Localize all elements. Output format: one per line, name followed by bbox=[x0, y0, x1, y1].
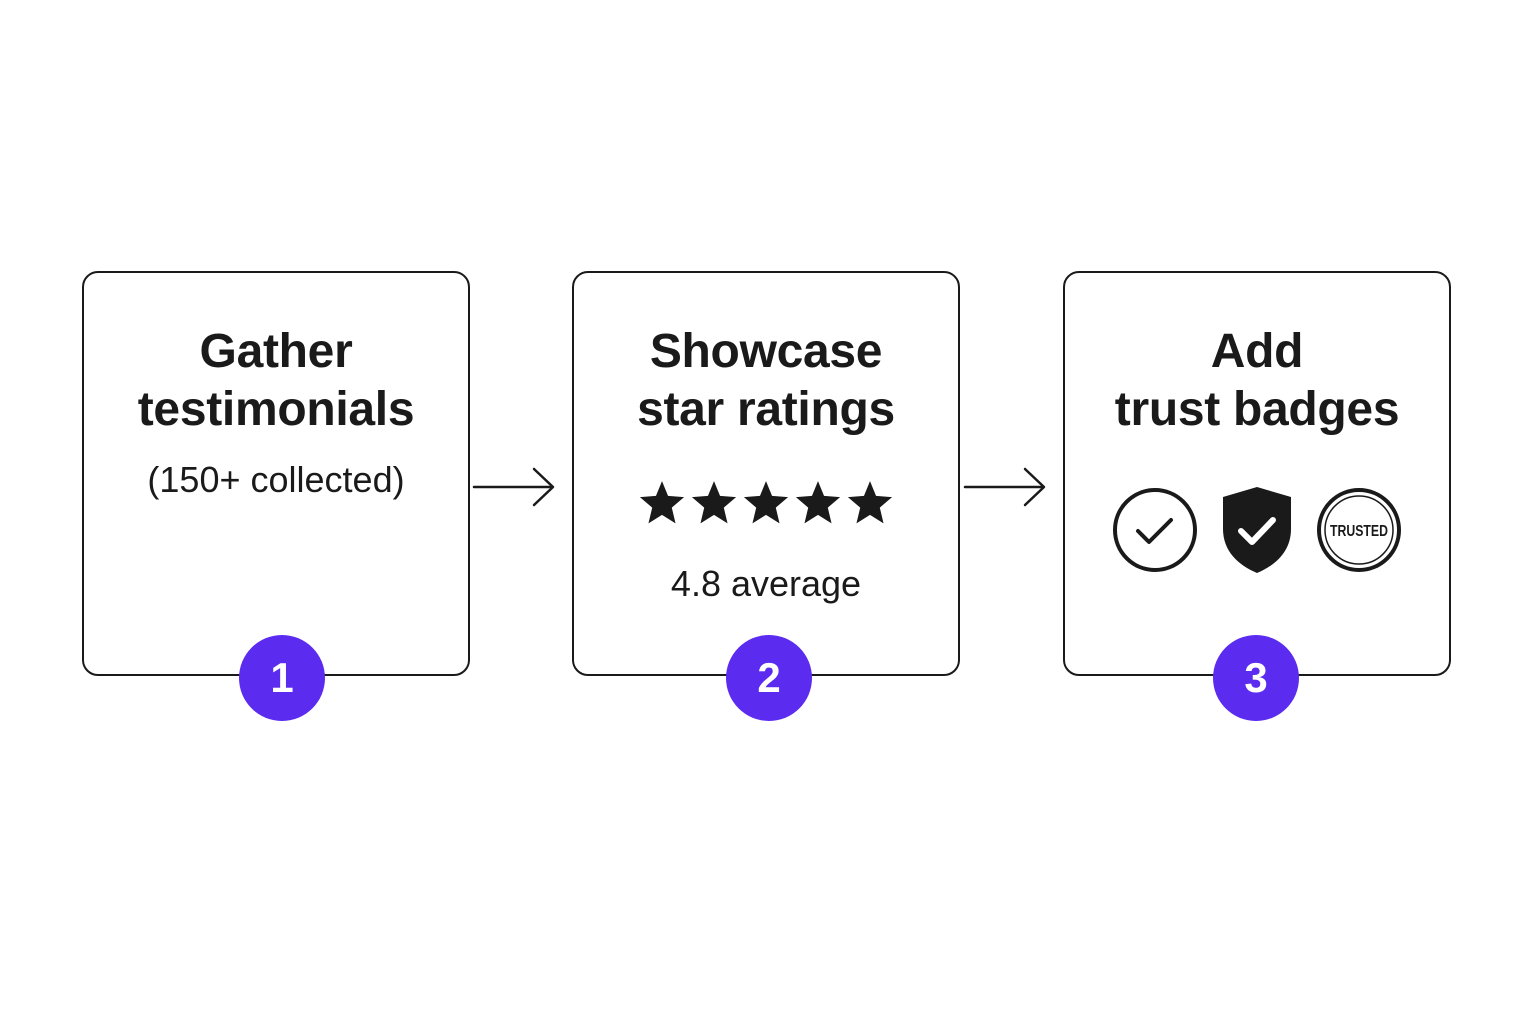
step-title-line: Gather bbox=[199, 325, 353, 378]
arrow-right-icon bbox=[472, 467, 555, 507]
step-title-line: Showcase bbox=[649, 325, 883, 378]
step-title: Gather testimonials bbox=[84, 323, 468, 439]
star-icon bbox=[795, 481, 841, 524]
step-title: Showcase star ratings bbox=[574, 323, 958, 439]
step-number-badge: 3 bbox=[1213, 635, 1299, 721]
step-title-line: Add bbox=[1210, 325, 1304, 378]
step-title-line: trust badges bbox=[1114, 383, 1400, 436]
trusted-seal-label: TRUSTED bbox=[1330, 523, 1388, 540]
step-title: Add trust badges bbox=[1065, 323, 1449, 439]
average-rating-label: 4.8 average bbox=[670, 563, 862, 604]
step-title-line: star ratings bbox=[637, 383, 895, 436]
step-title-line: testimonials bbox=[137, 383, 415, 436]
trust-badge-row: TRUSTED bbox=[1065, 485, 1449, 575]
shield-check-icon bbox=[1223, 487, 1291, 573]
arrow-right-icon bbox=[963, 467, 1046, 507]
trusted-seal-icon: TRUSTED bbox=[1317, 488, 1401, 572]
step-number-badge: 2 bbox=[726, 635, 812, 721]
star-rating bbox=[574, 478, 958, 528]
checkmark-circle-icon bbox=[1113, 488, 1197, 572]
step-card-star-ratings: Showcase star ratings 4.8 average bbox=[572, 271, 960, 676]
testimonial-count: (150+ collected) bbox=[147, 459, 405, 500]
step-number-badge: 1 bbox=[239, 635, 325, 721]
step-card-trust-badges: Add trust badges TRUSTED bbox=[1063, 271, 1451, 676]
star-icon bbox=[743, 481, 789, 524]
star-icon bbox=[847, 481, 893, 524]
star-icon bbox=[639, 481, 685, 524]
step-card-gather-testimonials: Gather testimonials (150+ collected) bbox=[82, 271, 470, 676]
star-icon bbox=[691, 481, 737, 524]
